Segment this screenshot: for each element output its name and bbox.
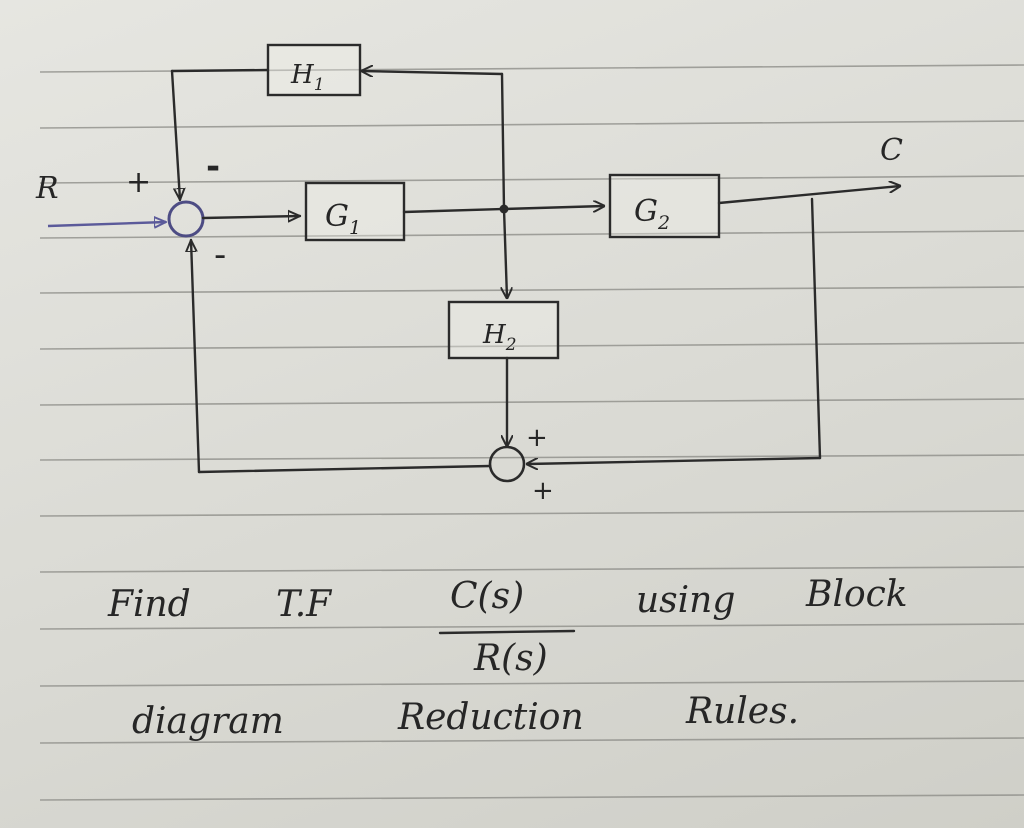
svg-text:G2: G2: [634, 194, 670, 234]
g1-subscript: 1: [349, 217, 361, 239]
junction1-to-g1-arrow: [201, 216, 300, 218]
question-text: Find T.F C(s) R(s) using Block diagram R…: [107, 574, 908, 742]
question-word-tf: T.F: [276, 584, 333, 625]
h1-feedback-path: [170, 70, 506, 211]
question-word-diagram: diagram: [132, 701, 284, 742]
fraction-denominator: R(s): [473, 638, 548, 679]
svg-text:G1: G1: [325, 199, 361, 239]
junction1-sign-bottom: -: [214, 235, 226, 275]
input-arrow: [47, 222, 166, 226]
summing-junction-1: + - -: [126, 147, 226, 275]
svg-text:H2: H2: [482, 320, 517, 355]
g2-block: G2: [608, 173, 721, 239]
g2-label: G: [634, 194, 658, 229]
output-label: C: [880, 133, 903, 168]
junction1-sign-top-right: -: [206, 147, 220, 187]
summing-junction-2: + +: [488, 423, 554, 506]
h2-label: H: [482, 320, 507, 350]
fraction-numerator: C(s): [450, 576, 524, 617]
h1-label: H: [290, 60, 315, 90]
g2-subscript: 2: [657, 212, 670, 234]
output-feedback-path: [525, 197, 822, 464]
question-word-reduction: Reduction: [397, 697, 584, 738]
input-label: R: [35, 171, 59, 206]
h2-block: H2: [447, 300, 560, 360]
lower-feedback-path: [191, 240, 492, 474]
branch-to-h2-arrow: [504, 207, 507, 298]
question-word-find: Find: [107, 584, 191, 625]
g1-label: G: [325, 199, 349, 234]
junction1-sign-top-left: +: [126, 165, 151, 200]
junction2-sign-right: +: [532, 476, 554, 506]
h2-subscript: 2: [505, 335, 517, 355]
output-arrow: [717, 186, 900, 205]
g1-block: G1: [304, 181, 406, 242]
fraction-bar: [438, 629, 576, 635]
question-word-rules: Rules.: [685, 691, 799, 732]
question-word-using: using: [636, 580, 735, 621]
question-word-block: Block: [805, 574, 908, 615]
h1-subscript: 1: [314, 75, 325, 95]
h1-block: H1: [266, 43, 362, 97]
svg-text:H1: H1: [290, 60, 325, 95]
junction2-sign-top: +: [526, 423, 548, 453]
